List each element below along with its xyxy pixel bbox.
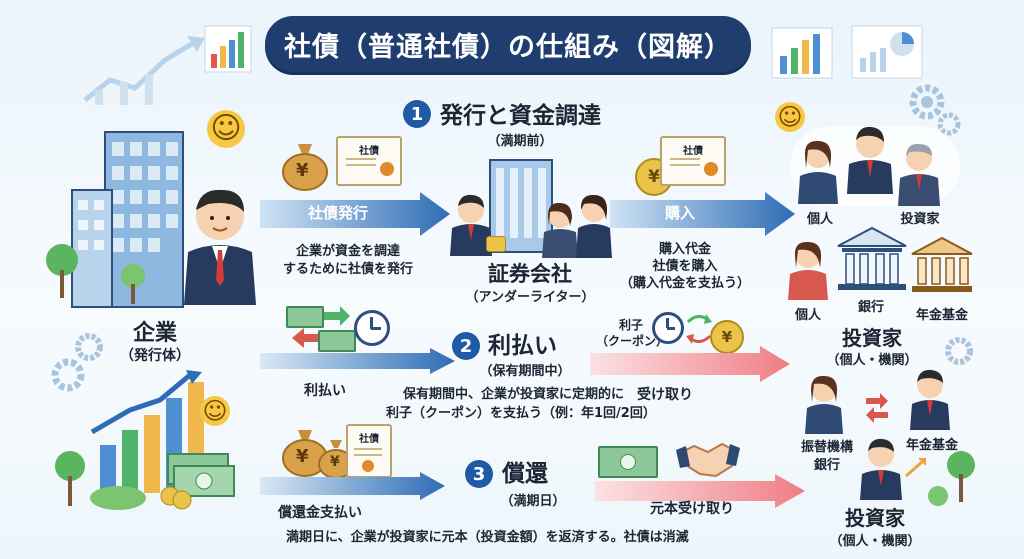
clock-icon: [652, 312, 684, 344]
step2-sub: （保有期間中）: [479, 364, 571, 379]
cash-bill-icon: [318, 330, 356, 352]
bush-icon: [928, 486, 948, 506]
tree-icon: [121, 264, 145, 304]
gear-icon: [51, 358, 85, 392]
gear-icon: [909, 84, 961, 136]
exchange-arrows-icon: [866, 393, 888, 423]
clock-icon: [354, 310, 390, 346]
bond-certificate-icon: 社債: [346, 424, 392, 478]
bank-building-icon: [837, 226, 907, 290]
tree-icon: [46, 244, 78, 298]
step2-desc-2: 利子（クーポン）を支払う（例：年1回/2回）: [386, 406, 656, 421]
yen-coin-icon: ¥: [710, 320, 744, 354]
yen-symbol: ¥: [330, 454, 340, 470]
investor-person-icon: [798, 140, 838, 204]
step2-number: 2: [452, 332, 480, 360]
cash-bill-icon: [286, 306, 324, 328]
investor-person-icon: [805, 375, 843, 434]
coin-stack-icon: [486, 236, 506, 252]
purchase-arrow: [610, 192, 795, 236]
step3-number: 3: [465, 460, 493, 488]
step3-bottom-desc: 満期日に、企業が投資家に元本（投資金額）を返済する。社債は消滅: [286, 530, 689, 545]
cash-bill-icon: [598, 446, 658, 478]
gear-icon: [945, 337, 973, 365]
bond-certificate-icon: 社債: [660, 136, 726, 186]
investor-mid-label-2: 銀行: [857, 300, 884, 315]
growth-arrow-icon: [905, 458, 926, 478]
investor-person-icon: [898, 143, 940, 206]
investor-person-icon: [788, 241, 828, 300]
smile-icon: ☺: [775, 102, 805, 132]
redemption-payment-label: 償還金支払い: [278, 505, 362, 521]
step2-title: 利払い: [488, 333, 557, 359]
gear-icon: [75, 333, 103, 361]
issue-arrow-label: 社債発行: [308, 204, 369, 222]
investor-person-icon: [860, 438, 902, 500]
step3-title: 償還: [502, 461, 548, 487]
interest-payment-label: 利払い: [304, 383, 346, 399]
money-bag-icon: [282, 144, 328, 191]
bar-chart-icon: [771, 27, 833, 79]
smile-icon: ☺: [207, 110, 245, 148]
interest-payment-arrow: [260, 348, 455, 374]
line-chart-icon: [83, 36, 205, 105]
purchase-arrow-label: 購入: [665, 204, 696, 222]
step1-title: 発行と資金調達: [440, 103, 601, 129]
investor-top-label-2: 投資家: [900, 212, 940, 227]
investor-bot-label-1: 振替機構: [800, 440, 853, 455]
investor-top-label-1: 個人: [806, 212, 833, 227]
investor-bot-group-sub: （個人・機関）: [829, 534, 921, 549]
investor-bot-label-1b: 銀行: [813, 458, 840, 473]
receive-interest-arrow: [590, 346, 790, 382]
step1-number: 1: [403, 100, 431, 128]
coupon-label-2: （クーポン）: [596, 334, 669, 348]
step1-left-desc-2: するために社債を発行: [282, 262, 413, 277]
exchange-arrows-icon: [686, 314, 712, 344]
bond-certificate-icon: 社債: [336, 136, 402, 186]
investor-person-icon: [910, 369, 950, 430]
money-stack-icon: [160, 453, 235, 510]
staff-person-icon: [450, 194, 492, 256]
step1-right-desc-3: （購入代金を支払う）: [619, 276, 750, 291]
receive-principal-label: 元本受け取り: [650, 501, 734, 517]
pension-fund-building-icon: [911, 236, 973, 292]
investor-bot-group-label: 投資家: [845, 506, 905, 530]
company-sub-label: （発行体）: [120, 348, 190, 364]
page-title: 社債（普通社債）の仕組み（図解）: [265, 16, 751, 72]
redemption-payment-arrow: [260, 472, 445, 500]
step3-sub: （満期日）: [500, 494, 566, 509]
pie-chart-icon: [851, 25, 923, 79]
step1-left-desc-1: 企業が資金を調達: [295, 244, 400, 259]
yen-symbol: ¥: [296, 160, 309, 181]
tree-icon: [947, 451, 975, 502]
businessman-icon: [184, 189, 256, 305]
step2-desc-1: 保有期間中、企業が投資家に定期的に: [403, 387, 625, 402]
investor-bot-label-2: 年金基金: [905, 438, 958, 453]
step1-right-desc-2: 社債を購入: [652, 259, 718, 274]
exchange-arrows-icon: [292, 306, 350, 348]
tree-icon: [55, 451, 85, 506]
step1-right-desc-1: 購入代金: [658, 242, 711, 257]
staff-person-icon: [542, 202, 578, 258]
receive-interest-label: 受け取り: [637, 387, 693, 403]
smile-icon: ☺: [200, 396, 230, 426]
staff-person-icon: [576, 194, 612, 258]
investor-mid-group-label: 投資家: [842, 326, 902, 350]
investor-mid-label-3: 年金基金: [915, 308, 968, 323]
yen-symbol: ¥: [296, 446, 309, 467]
underwriter-sub-label: （アンダーライター）: [465, 290, 595, 305]
coupon-label-1: 利子: [618, 318, 643, 332]
receive-principal-arrow: [595, 474, 805, 508]
bush-icon: [90, 486, 146, 510]
bar-chart-icon: [204, 25, 252, 73]
investor-mid-label-1: 個人: [794, 308, 821, 323]
company-label: 企業: [132, 321, 177, 346]
issue-arrow: [260, 192, 450, 236]
handshake-icon: [676, 442, 740, 478]
investor-person-icon: [847, 126, 893, 194]
underwriter-label: 証券会社: [488, 262, 572, 286]
investor-mid-group-sub: （個人・機関）: [826, 353, 918, 368]
step1-sub: （満期前）: [487, 134, 553, 149]
